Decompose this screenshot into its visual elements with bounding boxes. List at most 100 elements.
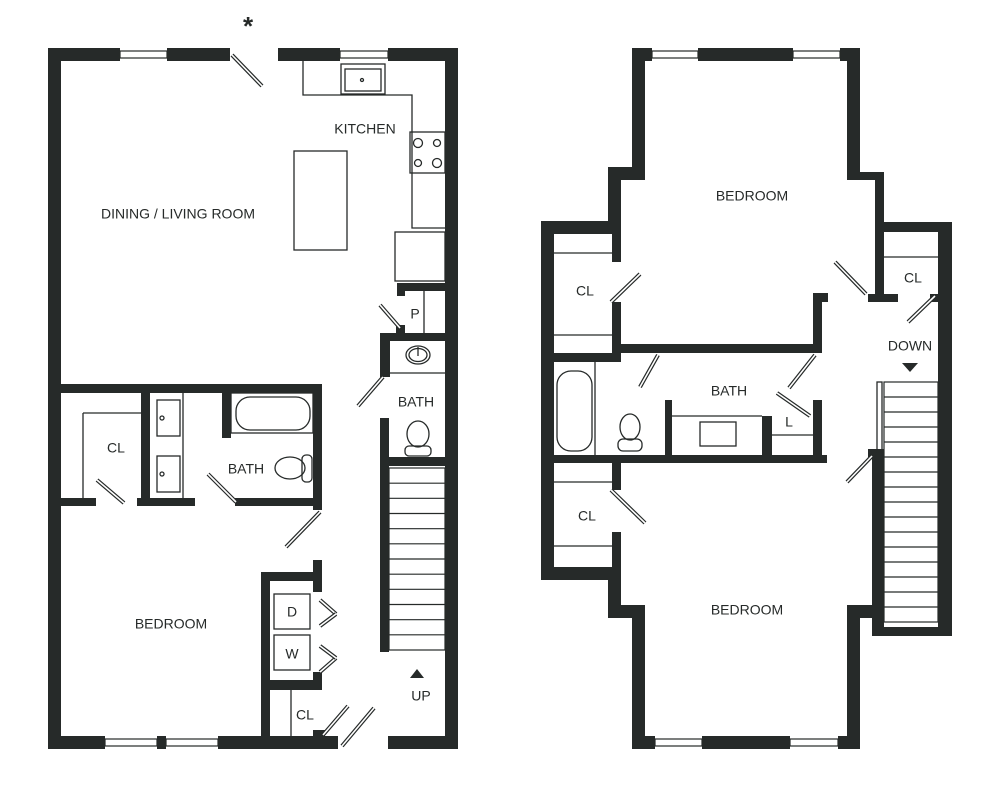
wall — [541, 221, 554, 580]
wall — [388, 736, 458, 749]
window — [339, 50, 389, 59]
wall — [612, 344, 822, 353]
label-dining-living: DINING / LIVING ROOM — [101, 206, 255, 222]
door-swing — [206, 472, 238, 504]
wall — [137, 498, 195, 506]
wall — [388, 48, 458, 61]
door-swing — [318, 656, 338, 674]
label-bedroom-top: BEDROOM — [716, 188, 788, 204]
label-closet-left-bottom: CL — [578, 508, 596, 524]
wall — [222, 392, 231, 438]
label-closet-left-top: CL — [576, 283, 594, 299]
wall — [235, 498, 322, 506]
wall — [48, 48, 61, 749]
door-swing — [833, 260, 868, 296]
wall — [612, 532, 621, 572]
wall — [396, 325, 405, 341]
sink-drain — [359, 77, 365, 83]
wall — [813, 400, 822, 455]
door-swing — [356, 375, 385, 408]
dryer — [273, 593, 311, 630]
door-swing — [638, 354, 660, 388]
wall — [261, 680, 322, 690]
wall — [813, 293, 828, 302]
wall — [261, 572, 322, 581]
wall — [875, 222, 952, 232]
door-swing — [321, 704, 350, 737]
wall — [632, 48, 645, 178]
wall — [61, 498, 96, 506]
label-linen: L — [785, 414, 793, 430]
wall — [608, 167, 621, 234]
window — [792, 50, 841, 59]
wall — [313, 730, 325, 738]
wall — [157, 736, 166, 749]
kitchen-sink-basin — [344, 68, 382, 92]
wall — [380, 333, 390, 377]
kitchen-island — [293, 150, 348, 251]
door-swing — [340, 706, 376, 748]
wall — [397, 283, 445, 291]
washer — [273, 634, 311, 671]
wall — [313, 560, 322, 592]
door-swing — [318, 598, 338, 616]
wall — [380, 418, 389, 652]
label-bath-upper: BATH — [711, 383, 747, 399]
door-swing — [230, 53, 264, 88]
wall — [313, 384, 322, 510]
bath-sink — [699, 421, 737, 447]
fixtures — [82, 61, 939, 736]
wall — [380, 457, 445, 466]
label-bath: BATH — [228, 461, 264, 477]
window — [165, 738, 219, 747]
windows — [104, 50, 841, 747]
wall — [632, 736, 655, 749]
bath-sink — [156, 399, 181, 437]
wall — [612, 302, 621, 360]
half-bath-sink-icon — [405, 345, 431, 365]
door-swing — [318, 644, 338, 660]
faucet — [159, 415, 165, 421]
labels: * DINING / LIVING ROOM KITCHEN P BATH BA… — [101, 11, 932, 723]
label-bedroom: BEDROOM — [135, 616, 207, 632]
label-half-bath: BATH — [398, 394, 434, 410]
wall — [380, 333, 445, 341]
wall — [397, 283, 405, 296]
wall — [612, 462, 621, 490]
toilet-icon — [274, 454, 313, 483]
wall — [847, 172, 884, 180]
door-swing — [284, 510, 322, 549]
window — [119, 50, 168, 59]
wall — [61, 384, 322, 393]
window — [789, 738, 839, 747]
window — [654, 738, 703, 747]
bathtub-icon — [230, 392, 314, 434]
wall — [868, 294, 898, 302]
door-swing — [845, 454, 874, 484]
bathtub-icon — [556, 362, 596, 455]
wall — [938, 222, 952, 636]
wall — [868, 449, 884, 457]
wall — [541, 353, 621, 362]
wall — [872, 627, 952, 636]
toilet-icon — [617, 413, 643, 452]
wall — [141, 392, 150, 506]
window — [651, 50, 699, 59]
up-arrow-icon — [410, 669, 424, 678]
door-swing — [95, 478, 126, 505]
label-up: UP — [411, 688, 430, 704]
wall — [632, 605, 645, 749]
label-closet-hall: CL — [296, 707, 314, 723]
wall — [218, 736, 338, 749]
label-kitchen: KITCHEN — [334, 121, 395, 137]
wall — [612, 234, 621, 262]
door-swing — [906, 294, 937, 324]
wall — [813, 293, 822, 353]
label-bedroom-bottom: BEDROOM — [711, 602, 783, 618]
stove-icon — [409, 131, 446, 174]
down-arrow-icon — [902, 363, 918, 372]
wall — [872, 450, 884, 636]
stairs-up — [388, 467, 446, 651]
wall — [847, 605, 860, 749]
refrigerator — [394, 231, 446, 282]
